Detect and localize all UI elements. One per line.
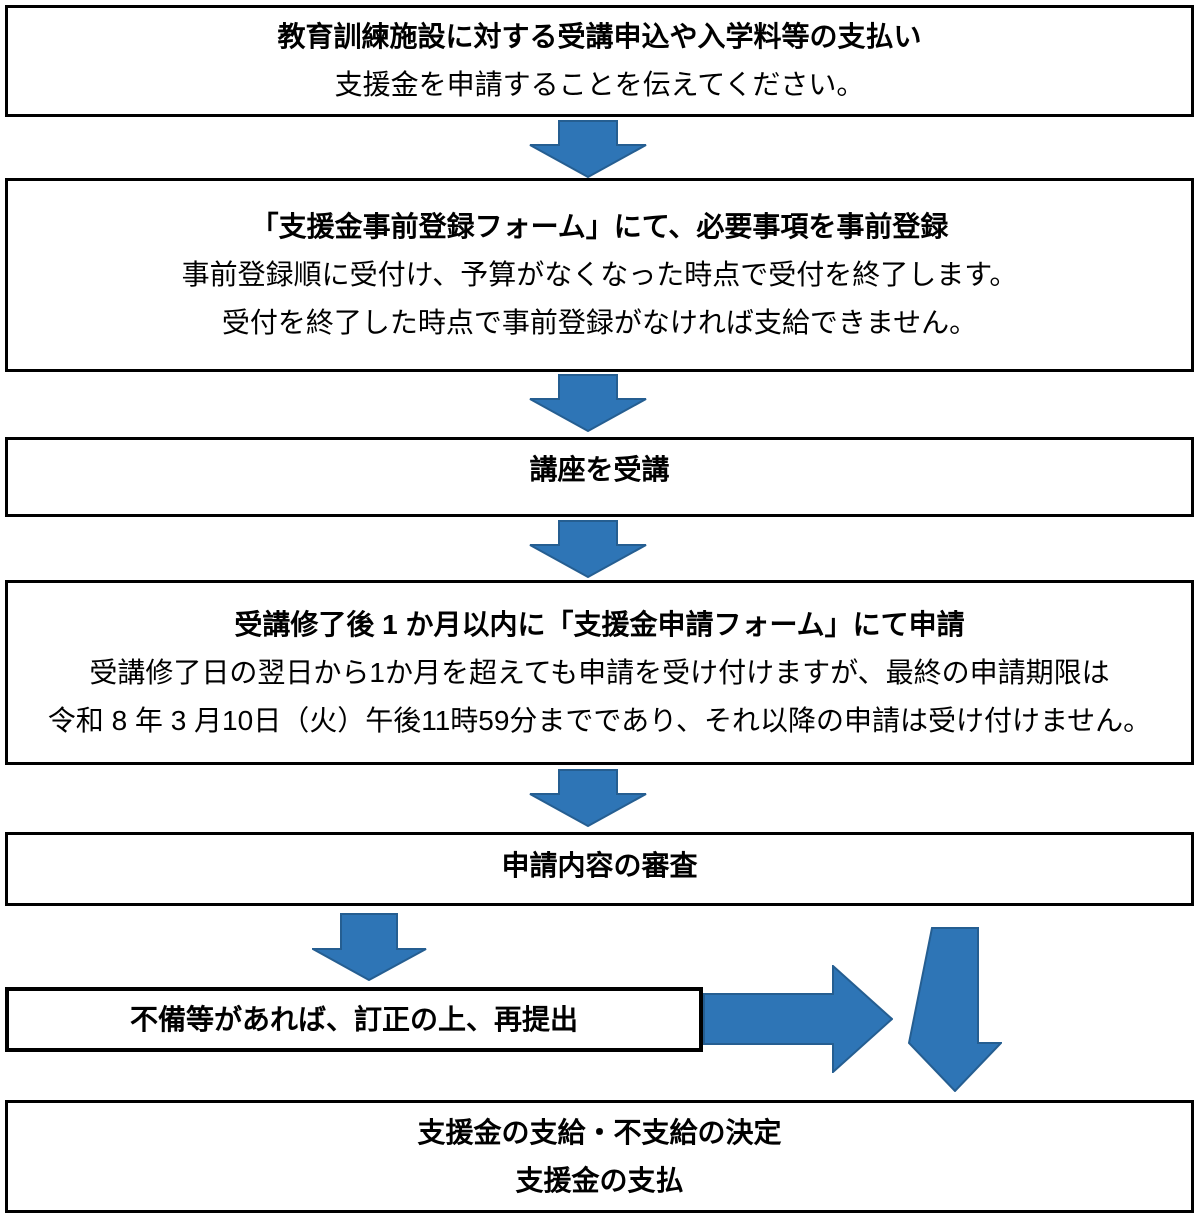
step-title: 支援金の支給・不支給の決定 (417, 1116, 782, 1148)
down-arrow-icon-left (312, 913, 427, 981)
step-note: 受付を終了した時点で事前登録がなければ支給できません。 (221, 307, 978, 338)
step-box-preregistration: 「支援金事前登録フォーム」にて、必要事項を事前登録 事前登録順に受付け、予算がな… (5, 178, 1194, 372)
step-note: 令和 8 年 3 月10日（火）午後11時59分までであり、それ以降の申請は受け… (47, 704, 1152, 736)
step-title: 教育訓練施設に対する受講申込や入学料等の支払い (277, 21, 922, 52)
down-arrow-icon-3 (529, 520, 647, 578)
step-box-resubmission: 不備等があれば、訂正の上、再提出 (5, 987, 703, 1052)
down-arrow-icon-1 (529, 120, 647, 178)
step-box-application: 受講修了後 1 か月以内に「支援金申請フォーム」にて申請 受講修了日の翌日から1… (5, 580, 1194, 765)
right-arrow-icon (703, 965, 893, 1073)
step-subtitle: 支援金の支払 (515, 1164, 684, 1196)
step-note: 受講修了日の翌日から1か月を超えても申請を受け付けますが、最終の申請期限は (89, 656, 1110, 688)
step-box-attend-course: 講座を受講 (5, 437, 1194, 517)
step-box-payment: 教育訓練施設に対する受講申込や入学料等の支払い 支援金を申請することを伝えてくだ… (5, 5, 1194, 117)
down-arrow-icon-2 (529, 374, 647, 432)
down-arrow-icon-right (908, 927, 1002, 1092)
step-title: 「支援金事前登録フォーム」にて、必要事項を事前登録 (250, 211, 949, 242)
step-note: 支援金を申請することを伝えてください。 (334, 69, 865, 100)
step-title: 受講修了後 1 か月以内に「支援金申請フォーム」にて申請 (234, 608, 965, 640)
step-title: 申請内容の審査 (501, 850, 698, 881)
step-title: 講座を受講 (529, 454, 670, 485)
down-arrow-icon-4 (529, 769, 647, 827)
step-box-review: 申請内容の審査 (5, 832, 1194, 906)
step-title: 不備等があれば、訂正の上、再提出 (129, 1003, 578, 1035)
step-box-decision-payment: 支援金の支給・不支給の決定 支援金の支払 (5, 1100, 1194, 1213)
step-note: 事前登録順に受付け、予算がなくなった時点で受付を終了します。 (181, 259, 1018, 290)
